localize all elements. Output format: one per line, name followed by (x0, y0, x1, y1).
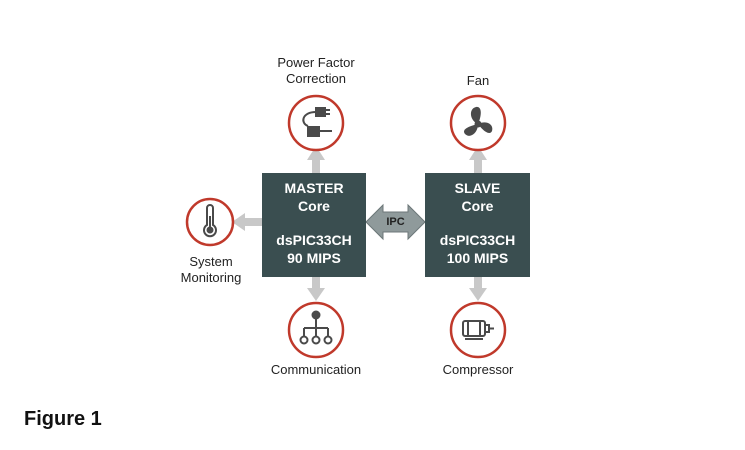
arrow-master-to-comm (307, 276, 325, 301)
fan-label: Fan (466, 73, 490, 88)
arrow-master-to-sysmon (232, 213, 262, 231)
arrow-master-to-pfc (307, 146, 325, 174)
arrow-slave-to-comp (469, 276, 487, 301)
fan-icon (449, 94, 507, 152)
master-title: MASTER (284, 180, 344, 196)
slave-core-block: SLAVE Core dsPIC33CH 100 MIPS (425, 173, 530, 277)
pfc-label-line1: Power Factor (277, 55, 355, 70)
figure-caption: Figure 1 (24, 408, 102, 430)
ipc-label: IPC (386, 216, 405, 228)
thermometer-icon (185, 197, 235, 247)
slave-title: SLAVE (454, 180, 501, 196)
master-chip-speed: 90 MIPS (287, 250, 341, 266)
network-tree-icon (287, 301, 345, 359)
arrow-slave-to-fan (469, 146, 487, 174)
sysmon-label: System Monitoring (166, 254, 256, 286)
pfc-label: Power Factor Correction (256, 55, 376, 87)
pfc-label-line2: Correction (286, 71, 346, 86)
sysmon-label-line1: System (189, 254, 233, 269)
sysmon-label-line2: Monitoring (180, 270, 242, 285)
slave-chip-name: dsPIC33CH (439, 232, 516, 248)
master-core-block: MASTER Core dsPIC33CH 90 MIPS (262, 173, 366, 277)
slave-subtitle: Core (461, 198, 494, 214)
comm-label: Communication (270, 362, 362, 377)
compressor-label: Compressor (442, 362, 514, 377)
master-chip-name: dsPIC33CH (276, 232, 352, 248)
power-plug-icon (287, 94, 345, 152)
motor-icon (449, 301, 507, 359)
slave-chip-speed: 100 MIPS (446, 250, 509, 266)
master-subtitle: Core (298, 198, 330, 214)
